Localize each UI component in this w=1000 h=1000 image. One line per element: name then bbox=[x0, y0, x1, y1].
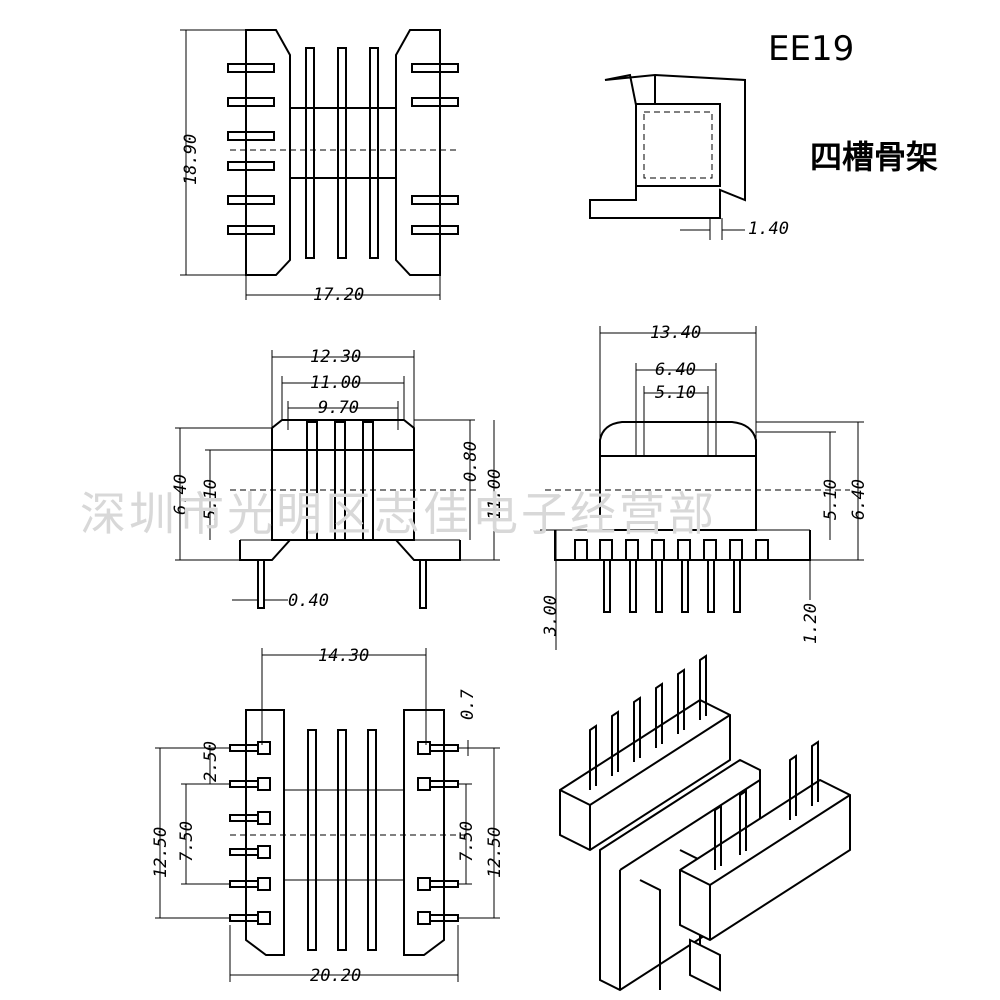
end-pin-right-label: 1.20 bbox=[801, 603, 821, 644]
end-view: 13.40 6.40 5.10 5.10 6.40 3.00 1.20 bbox=[540, 323, 869, 650]
front-h-right1-label: 0.80 bbox=[461, 441, 481, 482]
model-title: EE19 bbox=[768, 29, 854, 69]
bottom-span-right-label: 7.50 bbox=[457, 821, 477, 862]
end-h1-label: 5.10 bbox=[821, 479, 841, 520]
front-w2-label: 11.00 bbox=[310, 373, 361, 393]
bottom-w-label: 14.30 bbox=[318, 646, 369, 666]
top-height-label: 18.90 bbox=[181, 134, 201, 185]
bottom-width-label: 20.20 bbox=[310, 966, 361, 986]
front-h-left1-label: 6.40 bbox=[171, 474, 191, 515]
end-w1-label: 13.40 bbox=[650, 323, 701, 343]
isometric-view bbox=[559, 654, 851, 992]
bottom-pin-label: 0.7 bbox=[458, 689, 478, 720]
end-h2-label: 6.40 bbox=[849, 479, 869, 520]
bottom-pitch-label: 2.50 bbox=[201, 741, 221, 782]
front-w1-label: 12.30 bbox=[310, 347, 361, 367]
end-pin-left-label: 3.00 bbox=[541, 595, 561, 637]
top-view: 18.90 17.20 bbox=[180, 29, 460, 305]
front-w3-label: 9.70 bbox=[318, 398, 359, 418]
front-pin-label: 0.40 bbox=[288, 591, 329, 611]
front-view: 12.30 11.00 9.70 6.40 5.10 0.80 11.00 0.… bbox=[171, 347, 505, 611]
end-w2-label: 6.40 bbox=[655, 360, 696, 380]
side-view: 1.40 bbox=[589, 73, 789, 240]
watermark: 深圳市光明区志佳电子经营部 bbox=[80, 487, 717, 541]
bottom-view: 14.30 0.7 12.50 7.50 2.50 12.50 7.50 20.… bbox=[151, 646, 505, 986]
bottom-total-right-label: 12.50 bbox=[485, 827, 505, 878]
bottom-total-left-label: 12.50 bbox=[151, 827, 171, 878]
front-h-left2-label: 5.10 bbox=[201, 479, 221, 520]
side-offset-label: 1.40 bbox=[748, 219, 789, 239]
bobbin-name: 四槽骨架 bbox=[810, 138, 938, 176]
bottom-span-left-label: 7.50 bbox=[177, 821, 197, 862]
end-w3-label: 5.10 bbox=[655, 383, 696, 403]
top-width-label: 17.20 bbox=[313, 285, 364, 305]
front-h-right2-label: 11.00 bbox=[485, 469, 505, 520]
